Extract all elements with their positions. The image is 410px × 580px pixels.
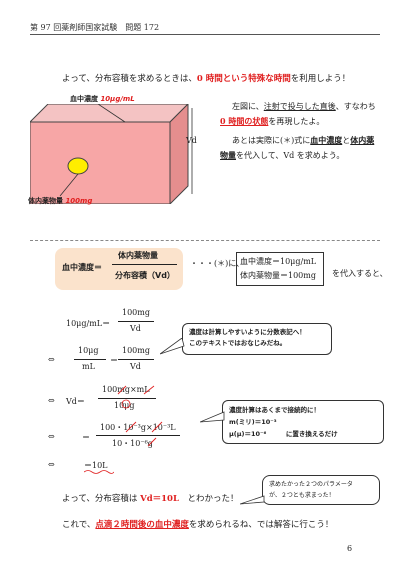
- body-volume-box: [30, 104, 193, 204]
- callout3-pointer: [240, 495, 265, 505]
- step2-rden: Vd: [130, 362, 141, 371]
- formula-box: [55, 248, 183, 290]
- final-highlight: 点滴２時間後の血中濃度: [95, 520, 189, 530]
- explain-text: を代入して、Vd を求めよう。: [236, 151, 345, 160]
- step3-lhs: Vd＝: [66, 397, 85, 406]
- vd-label: Vd: [186, 136, 197, 145]
- final-post: を求められるね、では解答に行こう！: [188, 520, 334, 530]
- explain-underline: 物量: [220, 150, 236, 160]
- callout2-line3-text: μ(μ)＝10⁻⁶: [229, 430, 267, 438]
- callout-unit-note: 濃度計算はあくまで接続的に！ m(ミリ)＝10⁻³ μ(μ)＝10⁻⁶ に置き換…: [222, 400, 384, 444]
- substitute-text: を代入すると、: [332, 269, 388, 278]
- amount-label-value: 100mg: [65, 197, 93, 205]
- page-number: 6: [347, 544, 353, 553]
- step4-eq: ＝: [82, 433, 90, 442]
- final-sentence: これで、点滴２時間後の血中濃度を求められるね、では解答に行こう！: [62, 518, 333, 530]
- explain-text: 左図に、: [232, 102, 264, 111]
- explain-text: 、すなわち: [335, 102, 376, 111]
- conc-pointer: [97, 104, 126, 123]
- callout2-line3: μ(μ)＝10⁻⁶ に置き換えるだけ: [229, 428, 377, 440]
- callout2-pointer: [200, 411, 225, 423]
- step4-arrow: ⇔: [48, 432, 55, 441]
- explain-highlight: 0 時間の状態: [220, 116, 269, 126]
- amount-label-text: 体内薬物量: [28, 197, 66, 205]
- step5-result: ＝10L: [84, 461, 108, 470]
- step2-eq: ＝: [110, 356, 118, 365]
- step2-lnum: 10μg: [78, 346, 99, 355]
- step1-num: 100mg: [122, 308, 150, 317]
- header-rule: [30, 34, 380, 35]
- conclusion-sentence: よって、分布容積は Vd＝10L とわかった！: [62, 492, 238, 504]
- concentration-label: 血中濃度 10μg/mL: [70, 94, 135, 104]
- callout2-line1-text: 濃度計算はあくまで接続的に！: [229, 406, 320, 414]
- value-concentration: 血中濃度＝10μg/mL: [240, 257, 317, 266]
- drug-pointer: [59, 173, 79, 197]
- step2-lline: [74, 359, 106, 360]
- callout-fraction-note: 濃度は計算しやすいように分数表記へ！ このテキストではおなじみだね。: [182, 323, 332, 355]
- concentration-label-text: 血中濃度: [70, 95, 101, 103]
- intro-post: を利用しよう！: [290, 74, 351, 84]
- explanation: 左図に、注射で投与した直後、すなわち 0 時間の状態を再現したよ。 あとは実際に…: [220, 100, 392, 163]
- callout1-pointer: [160, 338, 185, 355]
- drug-dot: [67, 157, 89, 175]
- formula-fraction-line: [112, 264, 177, 265]
- intro-sentence: よって、分布容積を求めるときは、0 時間という特殊な時間を利用しよう！: [62, 72, 350, 84]
- step5-arrow: ⇔: [48, 460, 55, 469]
- step4-num: 100・10⁻³g×10⁻³L: [100, 423, 176, 432]
- step1-lhs: 10μg/mL＝: [66, 319, 111, 328]
- step2-lden: mL: [82, 362, 95, 371]
- conclusion-pre: よって、分布容積は: [62, 494, 141, 504]
- callout2-line4-text: に置き換えるだけ: [285, 430, 338, 438]
- step3-arrow: ⇔: [48, 396, 55, 405]
- formula-reference: ・・・(＊)に、: [190, 259, 245, 268]
- values-box: [236, 252, 324, 286]
- step3-num: 100mg×mL: [102, 385, 150, 394]
- explain-text: と: [342, 136, 351, 145]
- intro-pre: よって、分布容積を求めるときは、: [62, 74, 197, 84]
- formula-lhs: 血中濃度＝: [62, 263, 102, 272]
- callout2-line1: 濃度計算はあくまで接続的に！: [229, 404, 377, 416]
- step1-line: [118, 321, 154, 322]
- conclusion-value: Vd＝10L: [140, 494, 179, 504]
- callout1-line2: このテキストではおなじみだね。: [189, 339, 287, 347]
- callout3-line2: が、２つとも求まった！: [269, 492, 335, 499]
- callout3-line1: 求めたかった２つのパラメータ: [269, 481, 353, 488]
- step3-den: 10μg: [114, 401, 135, 410]
- callout-parameters-note: 求めたかった２つのパラメータ が、２つとも求まった！: [262, 475, 380, 505]
- explain-underline: 注射で投与した直後: [263, 102, 336, 111]
- step1-den: Vd: [130, 324, 141, 333]
- explain-text: を再現したよ。: [268, 117, 325, 126]
- step4-line: [96, 435, 180, 436]
- callout1-line1: 濃度は計算しやすいように分数表記へ！: [189, 328, 306, 336]
- concentration-label-value: 10μg/mL: [100, 95, 135, 103]
- explain-text: あとは実際に(＊)式に: [232, 136, 311, 145]
- step4-cancel-marks: [125, 421, 163, 447]
- callout2-line2: m(ミリ)＝10⁻³: [229, 418, 277, 426]
- step2-rnum: 100mg: [122, 346, 150, 355]
- step3-cancel-marks: [117, 385, 155, 409]
- page-header: 第 97 回薬剤師国家試験 問題 172: [30, 23, 160, 32]
- step5-underline: [84, 470, 114, 474]
- explain-underline: 血中濃度: [310, 135, 343, 145]
- formula-denominator: 分布容積（Vd）: [115, 271, 175, 280]
- value-amount: 体内薬物量＝100mg: [240, 271, 316, 280]
- conclusion-post: とわかった！: [178, 494, 239, 504]
- step4-den: 10・10⁻⁶g: [112, 439, 153, 448]
- final-pre: これで、: [62, 520, 96, 530]
- formula-numerator: 体内薬物量: [118, 251, 158, 260]
- step3-line: [98, 398, 156, 399]
- step2-rline: [118, 359, 154, 360]
- explain-underline: 体内薬: [350, 135, 375, 145]
- section-divider: [30, 240, 380, 241]
- amount-label: 体内薬物量 100mg: [28, 196, 92, 206]
- intro-highlight: 0 時間という特殊な時間: [196, 74, 291, 84]
- step2-arrow: ⇔: [48, 355, 55, 364]
